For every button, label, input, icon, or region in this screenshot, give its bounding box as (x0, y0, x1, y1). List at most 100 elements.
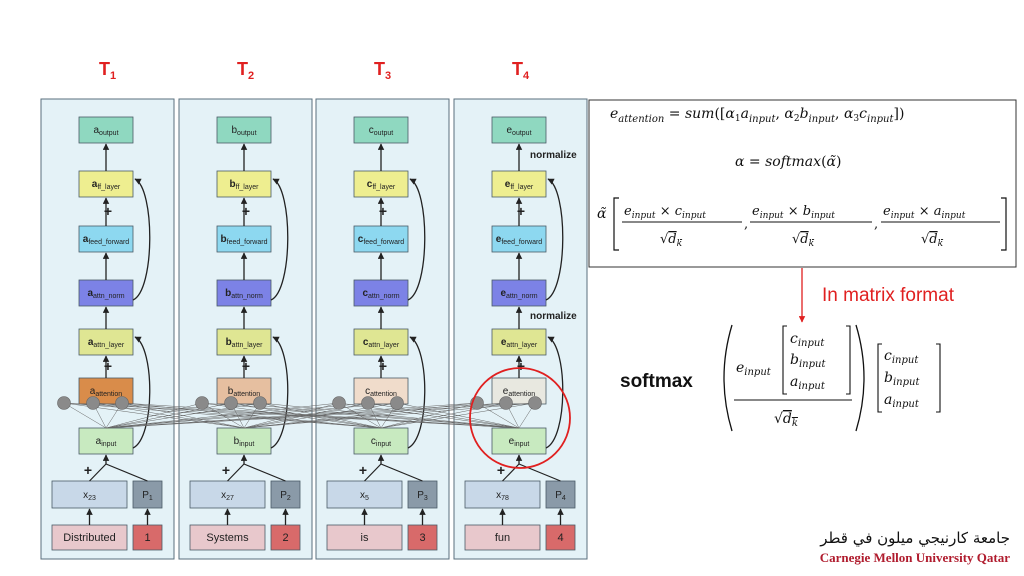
input-layer-box (78, 427, 134, 455)
residual-connection (270, 178, 289, 301)
residual-connection (132, 178, 151, 301)
merge-line (105, 463, 148, 482)
attention-node (57, 396, 71, 410)
column-title: T4 (512, 59, 530, 82)
attention-node (499, 396, 513, 410)
attention-edge (476, 402, 520, 429)
column-1: T1aoutputaff_layerafeed_forwardaattn_nor… (40, 59, 175, 560)
input-layer-box (216, 427, 272, 455)
svg-text:ainput: ainput (790, 374, 826, 392)
column-3: T3 coutput cff_layer cfeed_forward cattn_nor… (315, 59, 450, 560)
normalize-label-bottom: normalize (530, 311, 577, 322)
attention-node (361, 396, 375, 410)
output-layer-label: eoutput (506, 125, 531, 137)
attn-norm-layer-label: battn_norm (225, 288, 263, 300)
matrix-format-label: In matrix format (822, 285, 955, 306)
merge-line (89, 463, 107, 482)
attention-cross-connections (63, 402, 536, 429)
token-embedding-label: x23 (83, 490, 96, 502)
attn-norm-layer-box (216, 279, 272, 307)
input-layer-box (491, 427, 547, 455)
position-index-label: 4 (557, 532, 563, 544)
word-token-label: Systems (206, 532, 249, 544)
cmu-qatar-logo: جامعة كارنيجي ميلون في قطر Carnegie Mell… (819, 529, 1010, 565)
softmax-label: softmax (620, 371, 693, 392)
output-layer-box (491, 116, 547, 144)
attn-norm-layer-label: eattn_norm (500, 288, 537, 300)
svg-text:α̃: α̃ (597, 206, 607, 222)
attention-node (332, 396, 346, 410)
normalize-label-top: normalize (530, 150, 577, 161)
residual-connection (407, 178, 426, 301)
residual-connection (545, 178, 564, 301)
svg-text:cinput: cinput (790, 331, 825, 349)
attention-node (86, 396, 100, 410)
column-4: T4eoutputeff_layerefeed_forwardeattn_nor… (453, 59, 588, 560)
token-embedding-box (51, 480, 128, 509)
attention-node (195, 396, 209, 410)
position-index-box (270, 524, 301, 551)
plus-sign: + (379, 358, 387, 374)
word-token-label: Distributed (63, 532, 116, 544)
position-embedding-label: P3 (417, 490, 428, 502)
feed-forward-layer-label: cfeed_forward (358, 234, 405, 246)
position-index-label: 3 (419, 532, 425, 544)
word-token-label: fun (495, 532, 510, 544)
attn-norm-layer-label: cattn_norm (362, 288, 399, 300)
svg-text:eattention = sum([α1ainput, α2: eattention = sum([α1ainput, α2binput, α3… (610, 106, 904, 125)
token-embedding-box (189, 480, 266, 509)
attn-layer-box (353, 328, 409, 356)
position-embedding-label: P1 (142, 490, 153, 502)
attention-edge (63, 402, 520, 429)
residual-connection (270, 336, 289, 449)
word-token-box (189, 524, 266, 551)
column-title: T3 (374, 59, 391, 82)
position-index-label: 2 (282, 532, 288, 544)
svg-text:√dk: √dk (774, 411, 798, 429)
token-embedding-box (464, 480, 541, 509)
column-title: T1 (99, 59, 116, 82)
svg-text:ainput: ainput (884, 392, 920, 410)
attn-layer-label: aattn_layer (88, 337, 125, 349)
plus-sign: + (104, 358, 112, 374)
position-embedding-box (132, 480, 163, 509)
plus-sign: + (379, 203, 387, 219)
attention-edge (63, 402, 107, 429)
plus-sign: + (497, 462, 505, 478)
attn-layer-box (78, 328, 134, 356)
output-layer-label: boutput (231, 125, 256, 137)
svg-text:√dk: √dk (921, 232, 943, 249)
plus-sign: + (517, 358, 525, 374)
svg-text:einput: einput (736, 360, 772, 378)
position-embedding-label: P2 (280, 490, 291, 502)
token-embedding-label: x5 (360, 490, 369, 502)
attention-layer-label: eattention (503, 386, 536, 398)
attention-nodes (57, 396, 542, 410)
ff-layer-box (491, 170, 547, 198)
output-layer-label: coutput (369, 125, 394, 137)
softmax-matrix-expression: softmax einput cinput binput ainput √dk … (620, 324, 941, 432)
position-index-box (545, 524, 576, 551)
attention-edge (259, 402, 520, 429)
attn-layer-label: eattn_layer (501, 337, 538, 349)
attention-node (390, 396, 404, 410)
plus-sign: + (359, 462, 367, 478)
token-embedding-label: x78 (496, 490, 509, 502)
feed-forward-layer-label: bfeed_forward (221, 234, 268, 246)
merge-line (364, 463, 382, 482)
ff-layer-box (353, 170, 409, 198)
token-columns: T1aoutputaff_layerafeed_forwardaattn_nor… (40, 59, 588, 560)
ff-layer-label: cff_layer (367, 179, 396, 191)
attention-layer-label: cattention (365, 386, 397, 398)
logo-english: Carnegie Mellon University Qatar (820, 550, 1010, 565)
input-layer-label: cinput (371, 436, 391, 448)
attn-layer-box (491, 328, 547, 356)
output-layer-box (216, 116, 272, 144)
position-embedding-label: P4 (555, 490, 566, 502)
ff-layer-label: bff_layer (230, 179, 260, 191)
input-layer-label: binput (234, 436, 255, 448)
ff-layer-label: aff_layer (92, 179, 121, 191)
ff-layer-box (216, 170, 272, 198)
column-2: T2boutputbff_layerbfeed_forwardbattn_nor… (178, 59, 313, 560)
